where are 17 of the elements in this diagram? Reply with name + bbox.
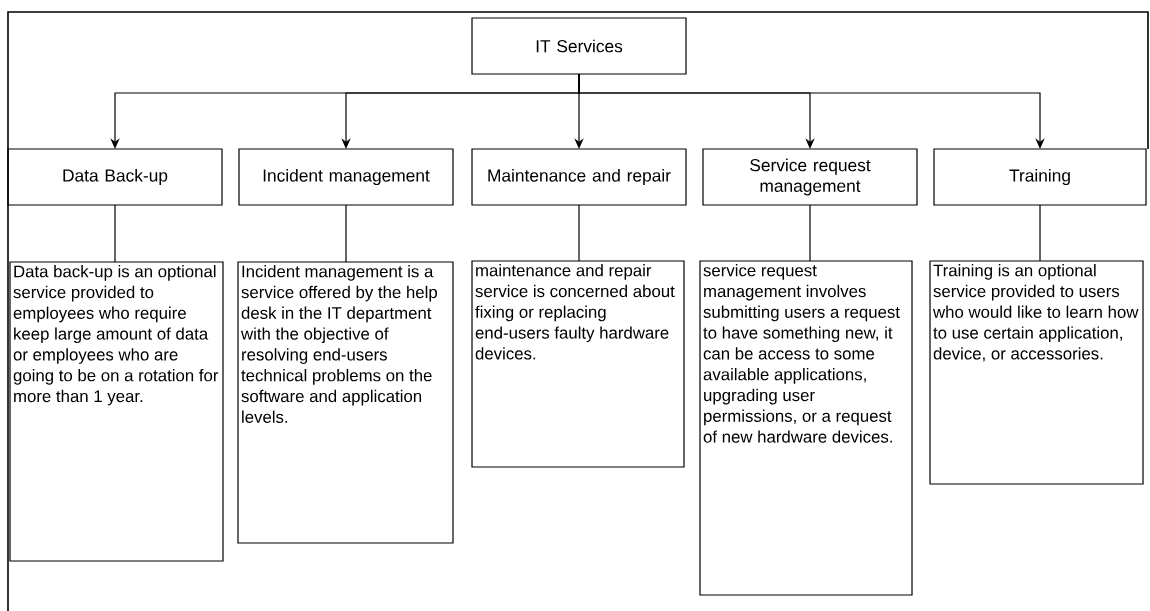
arrow (578, 73, 1045, 149)
root-box: IT Services (471, 17, 687, 75)
description-box: service request management involves submitting users a request to have something new, it can be access to some available applications, upgrading user permissions, or a request of new hardware devices. (699, 260, 913, 596)
category-box: Service request management (702, 148, 918, 206)
connector-line (809, 204, 811, 262)
category-box: Maintenance and repair (471, 148, 687, 206)
connector-line (578, 204, 580, 262)
connector-line (345, 204, 347, 263)
description-box: Incident management is a service offered by the help desk in the IT department with the objective of resolving end-users technical problems on the software and application levels. (237, 261, 454, 544)
connector-line (114, 204, 116, 263)
connector-line (1039, 204, 1041, 262)
category-box: Training (933, 148, 1147, 206)
category-box: Data Back-up (7, 148, 223, 206)
description-box: maintenance and repair service is concerned about fixing or replacing end-users faulty hardware devices. (471, 260, 685, 468)
description-box: Data back-up is an optional service provided to employees who require keep large amount of data or employees who are going to be on a rotation for more than 1 year. (9, 261, 224, 562)
category-box: Incident management (238, 148, 454, 206)
description-box: Training is an optional service provided to users who would like to learn how to use certain application, device, or accessories. (929, 260, 1144, 485)
